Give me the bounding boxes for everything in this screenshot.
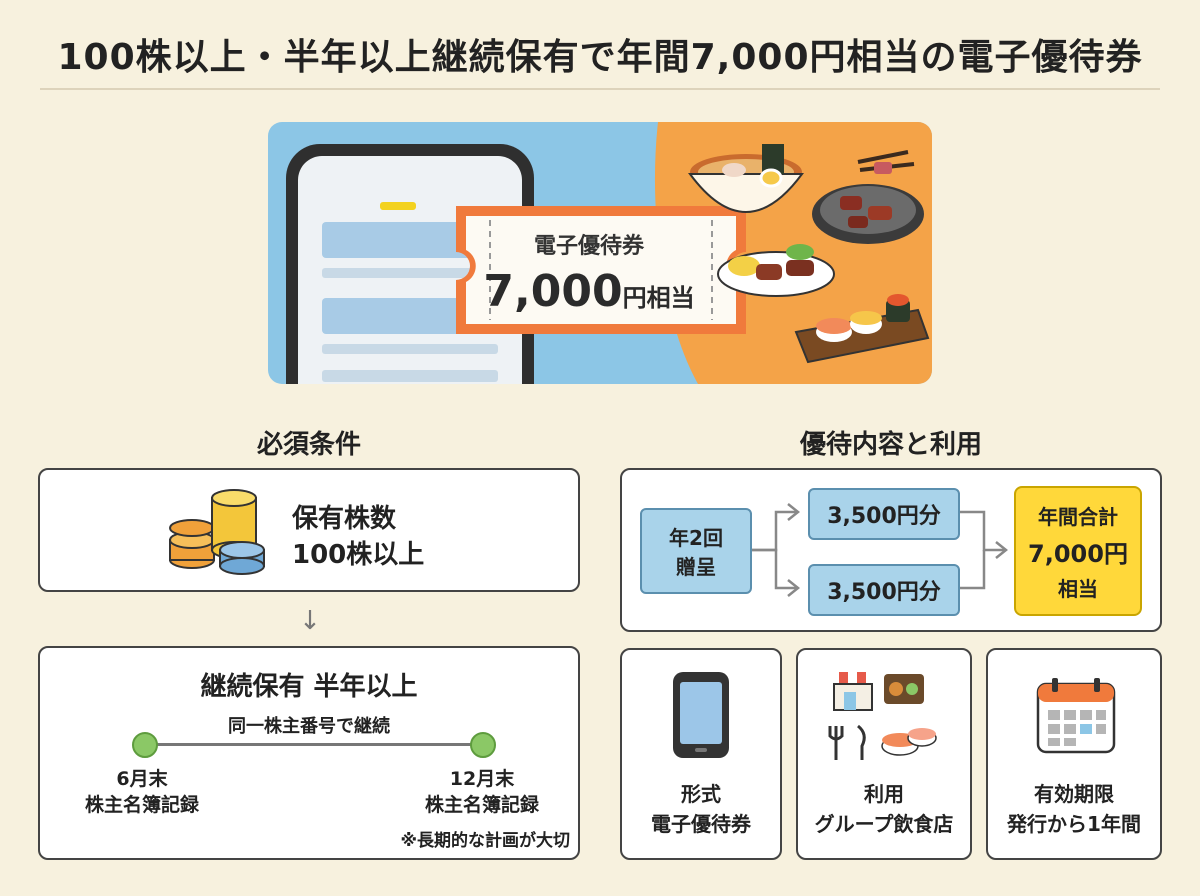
title-divider [40, 88, 1160, 90]
timeline-start-dot [132, 732, 158, 758]
validity-value: 発行から1年間 [1007, 812, 1141, 836]
steak-plate-illustration [717, 244, 835, 297]
coin-stack-icon [169, 489, 265, 575]
page-title: 100株以上・半年以上継続保有で年間7,000円相当の電子優待券 [57, 37, 1143, 78]
benefit-flow-card: 年2回 贈呈 3,500円分 3,500円分 年間合計 7,000円 相当 [620, 468, 1162, 632]
frequency-line2: 贈呈 [676, 555, 716, 579]
down-arrow-icon: ↓ [299, 606, 321, 636]
timeline-line [144, 743, 482, 746]
ticket-amount-row: 7,000円相当 [476, 266, 702, 317]
timeline-end-record: 株主名簿記録 [424, 794, 539, 816]
total-line3: 相当 [1058, 576, 1098, 601]
benefits-heading: 優待内容と利用 [799, 430, 982, 460]
format-value: 電子優待券 [651, 812, 751, 836]
calendar-icon [1036, 678, 1116, 754]
ticket-label: 電子優待券 [533, 234, 644, 259]
smartphone-icon [673, 672, 729, 758]
requirements-heading: 必須条件 [256, 430, 361, 460]
timeline-start-month: 6月末 [116, 768, 168, 790]
timeline-start-record: 株主名簿記録 [84, 794, 199, 816]
flow-arrows [752, 503, 1009, 597]
ticket-content: 電子優待券 7,000円相当 [476, 228, 702, 317]
restaurant-icon [828, 672, 937, 760]
holding-heading: 継続保有 半年以上 [200, 672, 418, 702]
hero-banner: 電子優待券 7,000円相当 [268, 122, 932, 384]
timeline-end-dot [470, 732, 496, 758]
frequency-line1: 年2回 [669, 526, 723, 550]
ramen-bowl-illustration [688, 144, 804, 213]
installment-box-2: 3,500円分 [808, 564, 960, 616]
total-line1: 年間合計 [1038, 504, 1118, 529]
sushi-plate-illustration [794, 294, 930, 364]
installment-box-1: 3,500円分 [808, 488, 960, 540]
hero-illustration [286, 122, 932, 384]
holding-period-card: 継続保有 半年以上 同一株主番号で継続 6月末 株主名簿記録 12月末 株主名簿… [38, 646, 580, 860]
usage-value: グループ飲食店 [814, 812, 954, 836]
timeline-label: 同一株主番号で継続 [228, 716, 390, 737]
coupon-ticket [456, 206, 746, 334]
shares-value: 100株以上 [292, 540, 425, 570]
validity-card: 有効期限 発行から1年間 [986, 648, 1162, 860]
frequency-box: 年2回 贈呈 [640, 508, 752, 594]
holding-note: ※長期的な計画が大切 [400, 831, 570, 851]
shares-label: 保有株数 [292, 504, 397, 534]
annual-total-box: 年間合計 7,000円 相当 [1014, 486, 1142, 616]
total-line2: 7,000円 [1028, 539, 1128, 568]
validity-label: 有効期限 [1034, 782, 1114, 806]
usage-card: 利用 グループ飲食店 [796, 648, 972, 860]
timeline-end-month: 12月末 [449, 768, 515, 790]
shares-card: 保有株数 100株以上 [38, 468, 580, 592]
format-label: 形式 [681, 782, 721, 806]
yakiniku-grill-illustration [812, 150, 924, 244]
ticket-amount: 7,000 [483, 266, 623, 317]
ticket-unit: 円相当 [622, 284, 695, 312]
format-card: 形式 電子優待券 [620, 648, 782, 860]
usage-label: 利用 [864, 782, 904, 806]
